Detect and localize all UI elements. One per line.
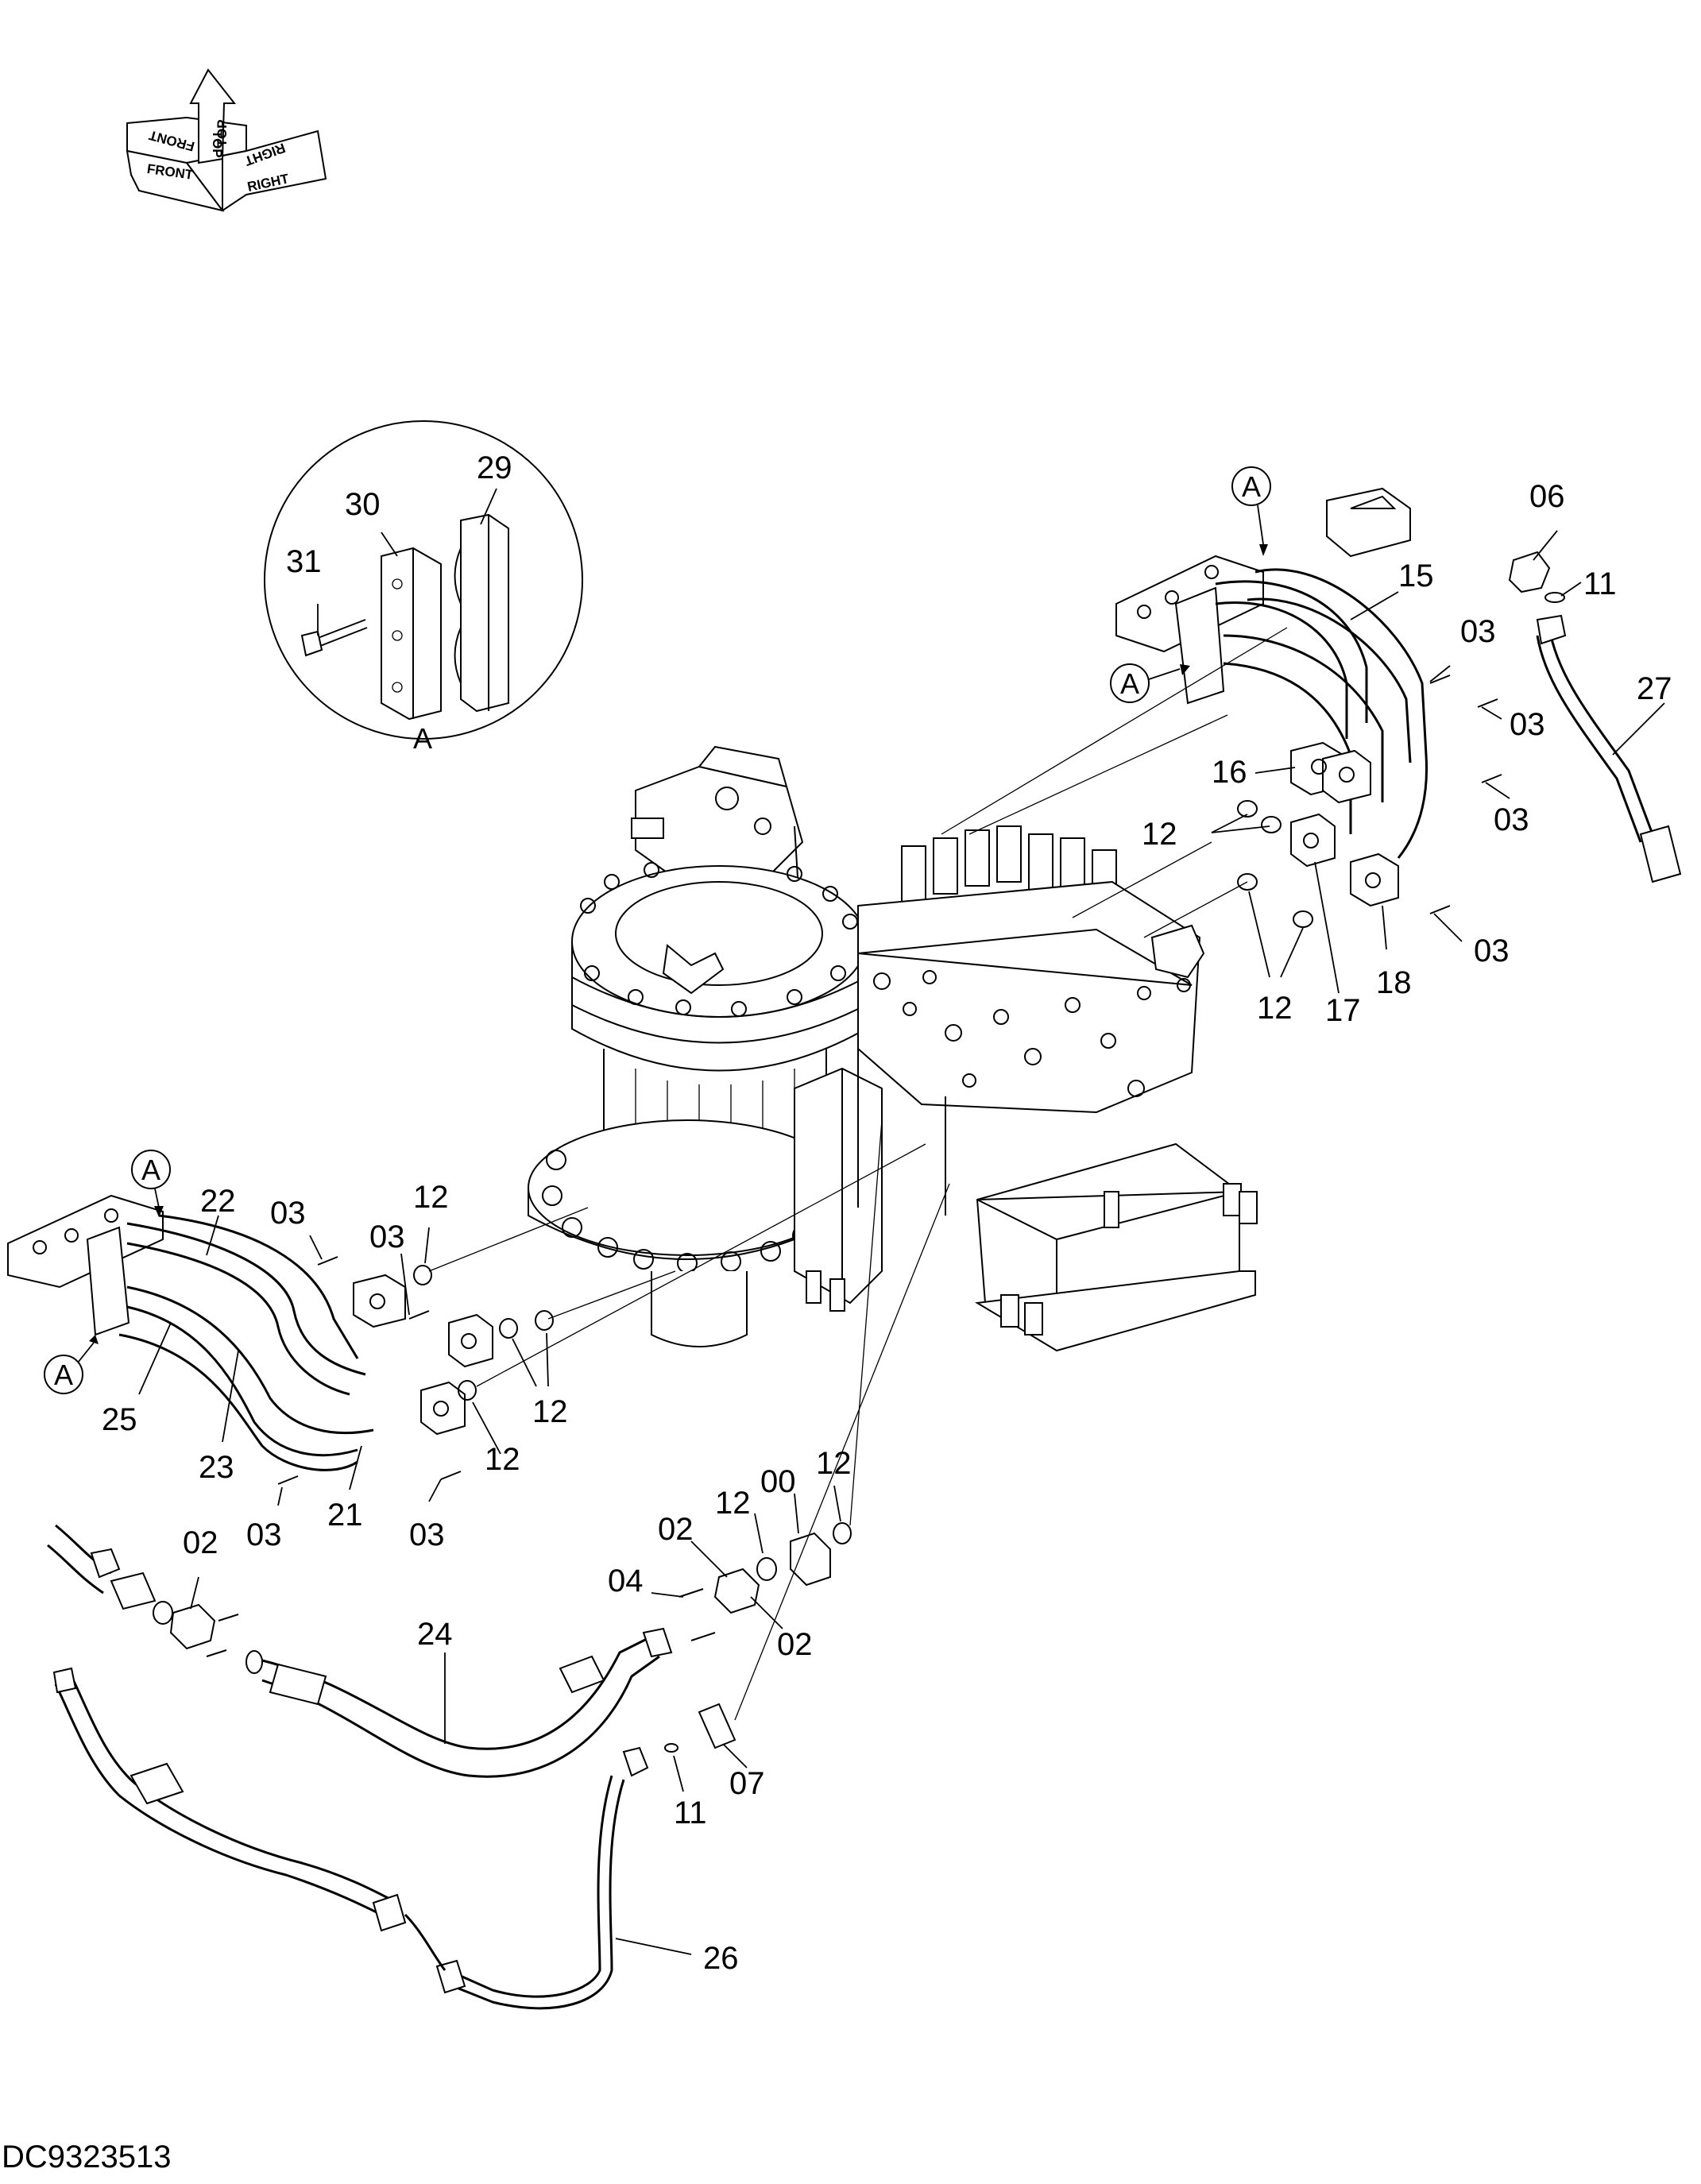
flange-18 (1350, 852, 1399, 907)
left-pipe-assembly (7, 1143, 926, 1485)
callout-18: 18 (1376, 965, 1412, 1000)
callout-12: 12 (485, 1442, 520, 1477)
callout-12: 12 (1257, 991, 1293, 1026)
callout-23: 23 (199, 1450, 234, 1485)
dir-top-mirror: TOP (210, 130, 225, 158)
callout-04: 04 (608, 1564, 644, 1598)
callout-00: 00 (760, 1464, 796, 1499)
view-marker-a-left-bottom: A (54, 1359, 73, 1391)
callout-12: 12 (816, 1446, 852, 1481)
callout-leaders (138, 530, 1665, 1955)
callout-27: 27 (1637, 671, 1672, 706)
callout-26: 26 (703, 1941, 739, 1976)
callout-03: 03 (1460, 614, 1496, 649)
clamp-body (460, 513, 509, 713)
callout-16: 16 (1212, 755, 1247, 790)
fitting-06 (1508, 551, 1551, 593)
callouts: 06 11 15 27 03 03 03 03 16 12 12 17 18 2… (102, 479, 1672, 1976)
callout-30: 30 (345, 487, 381, 522)
split-flange-02-left (169, 1603, 216, 1650)
bolt-head (300, 630, 323, 657)
orientation-indicator: FRONT FRONT TOP TOP RIGHT RIGHT (126, 68, 327, 212)
callout-03: 03 (409, 1517, 445, 1552)
dir-top: TOP (215, 119, 230, 147)
clamp-plate (381, 547, 442, 721)
callout-11: 11 (1583, 566, 1617, 601)
split-flange-02-right (713, 1567, 760, 1614)
callout-03: 03 (1494, 802, 1529, 837)
callout-12: 12 (413, 1180, 449, 1215)
view-marker-a-upper-left: A (1120, 667, 1139, 700)
callout-02: 02 (183, 1525, 218, 1560)
callout-12: 12 (532, 1394, 568, 1429)
callout-17: 17 (1325, 993, 1361, 1028)
detail-view-a: 31 30 29 A (264, 420, 583, 755)
detail-label-a: A (413, 722, 432, 755)
callout-03: 03 (270, 1196, 306, 1231)
callout-29: 29 (477, 450, 512, 485)
adapter-07 (698, 1703, 736, 1749)
callout-06: 06 (1529, 479, 1565, 514)
callout-24: 24 (417, 1617, 453, 1652)
callout-07: 07 (729, 1766, 765, 1801)
callout-12: 12 (715, 1486, 751, 1521)
callout-12: 12 (1142, 817, 1177, 852)
lower-hoses (47, 1119, 950, 2010)
flange-00 (790, 1532, 831, 1587)
callout-25: 25 (102, 1402, 137, 1437)
upper-pipe-assembly (941, 487, 1682, 938)
callout-03: 03 (1474, 934, 1510, 968)
callout-21: 21 (327, 1498, 363, 1533)
callout-03: 03 (1510, 707, 1545, 742)
view-marker-a-left-top: A (141, 1154, 160, 1186)
callout-02: 02 (658, 1512, 694, 1547)
callout-11: 11 (674, 1796, 707, 1830)
callout-15: 15 (1398, 559, 1434, 593)
control-valve (794, 825, 1258, 1352)
flange-17 (1290, 813, 1336, 868)
callout-03: 03 (369, 1220, 405, 1254)
view-marker-a-upper-top: A (1242, 470, 1261, 503)
callout-31: 31 (286, 544, 322, 579)
callout-02: 02 (777, 1627, 813, 1662)
callout-22: 22 (200, 1184, 236, 1219)
view-markers: A A A A (44, 466, 1271, 1394)
drawing-id: DC9323513 (2, 2140, 172, 2174)
callout-03: 03 (246, 1517, 282, 1552)
